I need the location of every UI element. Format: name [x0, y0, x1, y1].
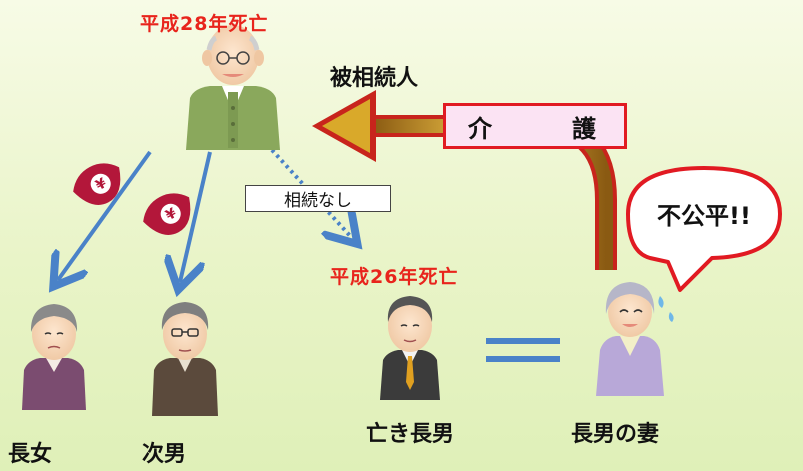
- second-son-label: 次男: [142, 442, 187, 467]
- no-inheritance-label: 相続なし: [245, 185, 391, 212]
- eldest-son-wife-label: 長男の妻: [571, 422, 660, 447]
- speech-bubble: [626, 166, 782, 292]
- complaint-text: 不公平!!: [657, 202, 751, 230]
- decedent-label: 被相続人: [330, 66, 419, 91]
- father-death-note: 平成28年死亡: [140, 13, 269, 35]
- yen-money-bag-icon: ¥: [143, 193, 191, 235]
- inherit-arrow-daughter: [58, 150, 152, 280]
- father-figure: [186, 25, 280, 150]
- deceased-son-label: 亡き長男: [366, 422, 455, 447]
- no-inherit-arrow: [270, 148, 352, 238]
- second-son-figure: [152, 302, 218, 416]
- eldest-daughter-label: 長女: [8, 442, 53, 467]
- care-label-box: 介 護: [443, 103, 627, 149]
- deceased-son-figure: [380, 296, 440, 400]
- eldest-son-wife-figure: [596, 282, 674, 396]
- deceased-son-death-note: 平成26年死亡: [330, 266, 459, 288]
- inherit-arrow-second-son: [180, 151, 212, 282]
- equals-sign: [486, 338, 560, 362]
- sweat-drop-icon: [658, 296, 664, 308]
- eldest-daughter-figure: [22, 304, 86, 410]
- yen-money-bag-icon: ¥: [73, 163, 121, 205]
